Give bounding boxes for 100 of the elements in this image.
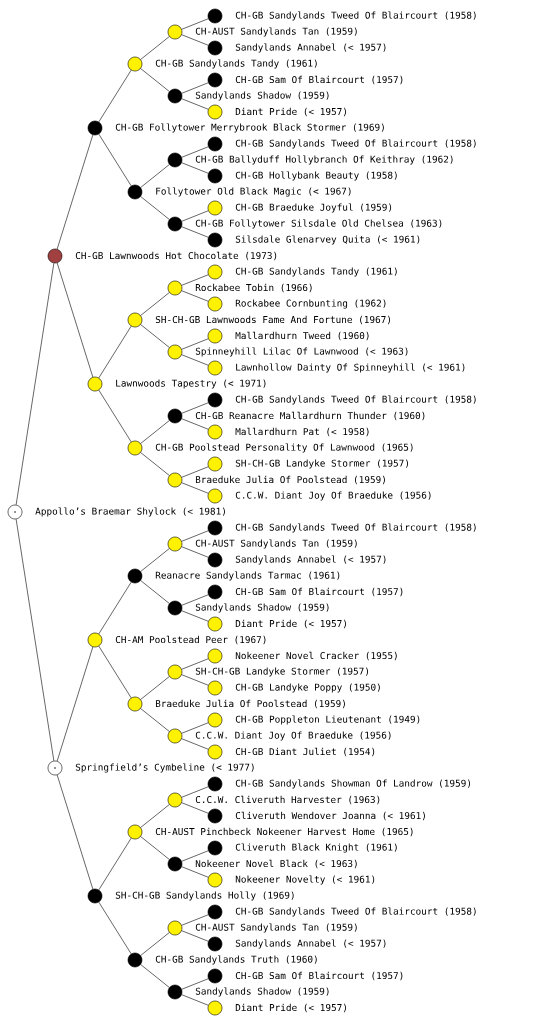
dog-name: CH-GB Reanacre Mallardhurn Thunder (1960) [195, 411, 425, 421]
dog-name: CH-GB Diant Juliet (1954) [235, 747, 375, 757]
dog-name: CH-AUST Sandylands Tan (1959) [195, 923, 357, 933]
connector-line [140, 836, 170, 860]
dog-name: CH-AUST Sandylands Tan (1959) [195, 27, 357, 37]
dog-name: Rockabee Cornbunting (1962) [235, 299, 386, 309]
connector-line [140, 164, 170, 188]
connector-line [181, 354, 209, 366]
dog-name: Braeduke Julia Of Poolstead (1959) [155, 699, 345, 709]
dog-name: CH-GB Sam Of Blaircourt (1957) [235, 75, 403, 85]
dog-name: CH-GB Braeduke Joyful (1959) [235, 203, 392, 213]
connector-line [181, 722, 209, 734]
dog-name: CH-GB Sandylands Tandy (1961) [235, 267, 397, 277]
dog-name: Spinneyhill Lilac Of Lawnwood (< 1963) [195, 347, 408, 357]
connector-line [181, 866, 209, 878]
dog-name: CH-GB Sandylands Tandy (1961) [155, 59, 317, 69]
connector-line [181, 930, 209, 942]
connector-line [181, 914, 209, 926]
connector-line [181, 274, 209, 286]
dog-name: CH-AUST Pinchbeck Nokeener Harvest Home (1965) [155, 827, 413, 837]
dog-name: Sandylands Shadow (1959) [195, 603, 329, 613]
dog-name: Lawnhollow Dainty Of Spinneyhill (< 1961) [236, 363, 465, 373]
connector-line [181, 594, 209, 606]
connector-line [140, 68, 170, 92]
connector-line [98, 389, 132, 443]
connector-line [181, 802, 209, 814]
dog-name: CH-GB Sandylands Showman Of Landrow (1959) [235, 779, 470, 789]
dog-name: CH-GB Sandylands Tweed Of Blaircourt (1958) [235, 139, 476, 149]
dog-name: Cliveruth Wendover Joanna (< 1961) [235, 811, 425, 821]
dog-name: Springfield’s Cymbeline (< 1977) [75, 763, 254, 773]
connector-line [140, 196, 170, 220]
dog-name: SH-CH-GB Landyke Stormer (1957) [235, 459, 408, 469]
dog-name: Diant Pride (< 1957) [235, 107, 346, 117]
connector-line [56, 774, 94, 890]
dog-name: CH-GB Poolstead Personality Of Lawnwood (1965) [155, 443, 413, 453]
connector-line [181, 162, 209, 174]
dog-name: CH-GB Follytower Merrybrook Black Stormer (1969) [115, 123, 384, 133]
dog-name: CH-GB Sandylands Tweed Of Blaircourt (1958) [235, 395, 476, 405]
dog-name: Appollo’s Braemar Shylock (< 1981) [35, 507, 225, 517]
connector-line [140, 36, 170, 60]
connector-line [181, 98, 209, 110]
connector-line [181, 674, 209, 686]
connector-line [181, 210, 209, 222]
dog-name: Nokeener Novelty (< 1961) [235, 875, 375, 885]
connector-line [181, 146, 209, 158]
connector-line [98, 581, 132, 635]
dog-name: CH-GB Poppleton Lieutenant (1949) [235, 715, 420, 725]
connector-line [15, 518, 55, 762]
dog-name: Diant Pride (< 1957) [235, 619, 346, 629]
dog-name: CH-AM Poolstead Peer (1967) [115, 635, 266, 645]
dog-name: Rockabee Tobin (1966) [195, 283, 312, 293]
dog-name: C.C.W. Cliveruth Harvester (1963) [195, 795, 380, 805]
dog-name: CH-GB Lawnwoods Hot Chocolate (1973) [75, 251, 277, 261]
connector-line [181, 418, 209, 430]
connector-line [181, 530, 209, 542]
connector-line [98, 837, 132, 891]
connector-line [181, 610, 209, 622]
connector-line [181, 466, 209, 478]
dog-name: Braeduke Julia Of Poolstead (1959) [195, 475, 385, 485]
connector-line [181, 738, 209, 750]
connector-line [181, 978, 209, 990]
dog-name: Mallardhurn Tweed (1960) [235, 331, 369, 341]
connector-line [98, 325, 132, 379]
connector-line [140, 708, 170, 732]
dog-name: Silsdale Glenarvey Quita (< 1961) [235, 235, 420, 245]
connector-line [140, 676, 170, 700]
dog-name: SH-CH-GB Landyke Stormer (1957) [195, 667, 368, 677]
connector-line [98, 69, 132, 123]
dog-name: Sandylands Shadow (1959) [195, 91, 329, 101]
connector-line [140, 580, 170, 604]
dog-name: SH-CH-GB Sandylands Holly (1969) [115, 891, 294, 901]
dog-name: C.C.W. Diant Joy Of Braeduke (1956) [195, 731, 391, 741]
dog-name: Sandylands Shadow (1959) [195, 987, 329, 997]
connector-line [140, 932, 170, 956]
connector-line [98, 645, 132, 699]
connector-line [181, 226, 209, 238]
dog-name: Sandylands Annabel (< 1957) [235, 555, 386, 565]
connector-line [181, 18, 209, 30]
dog-name: Cliveruth Black Knight (1961) [235, 843, 397, 853]
connector-line [140, 292, 170, 316]
connector-line [181, 290, 209, 302]
connector-line [140, 548, 170, 572]
dog-name: CH-GB Sandylands Tweed Of Blaircourt (1958) [235, 523, 476, 533]
connector-line [98, 133, 132, 187]
dog-name: C.C.W. Diant Joy Of Braeduke (1956) [235, 491, 431, 501]
dog-name: CH-GB Sam Of Blaircourt (1957) [235, 971, 403, 981]
connector-line [98, 901, 132, 955]
connector-line [181, 994, 209, 1006]
connector-line [140, 324, 170, 348]
dog-name: CH-GB Sandylands Tweed Of Blaircourt (1958) [235, 907, 476, 917]
connector-line [140, 452, 170, 476]
dog-name: Nokeener Novel Cracker (1955) [235, 651, 397, 661]
connector-line [181, 850, 209, 862]
connector-line [140, 964, 170, 988]
dog-name: Follytower Old Black Magic (< 1967) [156, 187, 351, 197]
connector-line [181, 402, 209, 414]
connector-line [181, 338, 209, 350]
connector-line [181, 34, 209, 46]
dog-name: CH-GB Follytower Silsdale Old Chelsea (1963) [195, 219, 442, 229]
dog-name: CH-GB Sam Of Blaircourt (1957) [235, 587, 403, 597]
